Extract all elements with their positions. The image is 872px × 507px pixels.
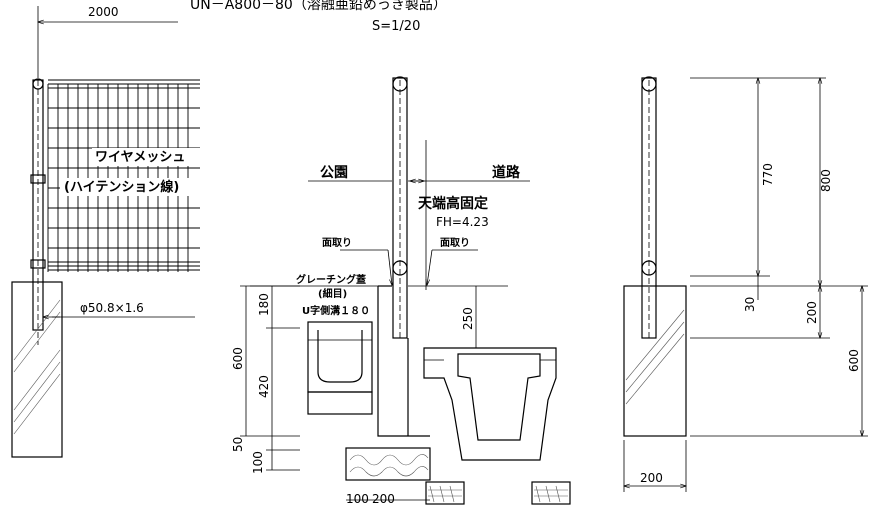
fh-label: FH=4.23 [436,215,489,229]
gravel-base-road-right [531,481,571,505]
dim-200-bottom: 200 [640,471,663,485]
dim-50: 50 [231,437,245,452]
u-gutter-label: U字側溝１８０ [302,304,370,317]
dim-420: 420 [257,375,271,398]
grating-fine-label: (細目) [318,287,347,300]
u-gutter-left [307,321,373,415]
concrete-base-section [377,285,430,437]
foundation-block-front [11,281,63,458]
dim-100-vertical: 100 [251,451,265,474]
road-label: 道路 [492,164,521,181]
foundation-block-side [623,285,687,437]
top-height-fixed-label: 天端高固定 [418,195,488,212]
dim-600-left: 600 [231,347,245,370]
width-dimension-2000: 2000 [88,5,119,19]
chamfer-right-label: 面取り [440,237,470,249]
drawing-scale: S=1/20 [372,19,420,34]
dim-200-horizontal: 200 [372,492,395,506]
dim-30: 30 [743,297,757,312]
fence-post-section [392,76,408,339]
chamfer-left-label: 面取り [322,237,352,249]
dim-800: 800 [819,169,833,192]
post-size-label: φ50.8×1.6 [80,301,144,315]
dim-600-right: 600 [847,349,861,372]
wire-mesh [47,79,200,272]
dim-180: 180 [257,293,271,316]
wire-mesh-label: ワイヤメッシュ [95,150,185,165]
grating-cover-label: グレーチング蓋 [296,273,366,286]
high-tension-wire-label: (ハイテンション線) [64,179,179,195]
dim-250: 250 [461,307,475,330]
drawing-title: UN－A800－80（溶融亜鉛めっき製品） [190,0,447,13]
front-view: 2000 ワイヤメッシュ (ハイテンション線) φ50.8×1.6 [11,5,220,458]
fence-post-front [30,78,46,345]
gravel-base-road-left [425,481,465,505]
fence-post-side [641,76,657,339]
dim-770: 770 [761,163,775,186]
section-view: 公園 道路 天端高固定 FH=4.23 面取り 面取り グレーチング蓋 (細目)… [231,76,571,506]
dim-100-horizontal: 100 [346,492,369,506]
u-gutter-road [423,347,557,461]
side-view: 770 800 30 200 600 200 [623,76,868,492]
gravel-base-left [345,447,431,481]
park-label: 公園 [320,165,348,181]
dim-200-vertical: 200 [805,301,819,324]
